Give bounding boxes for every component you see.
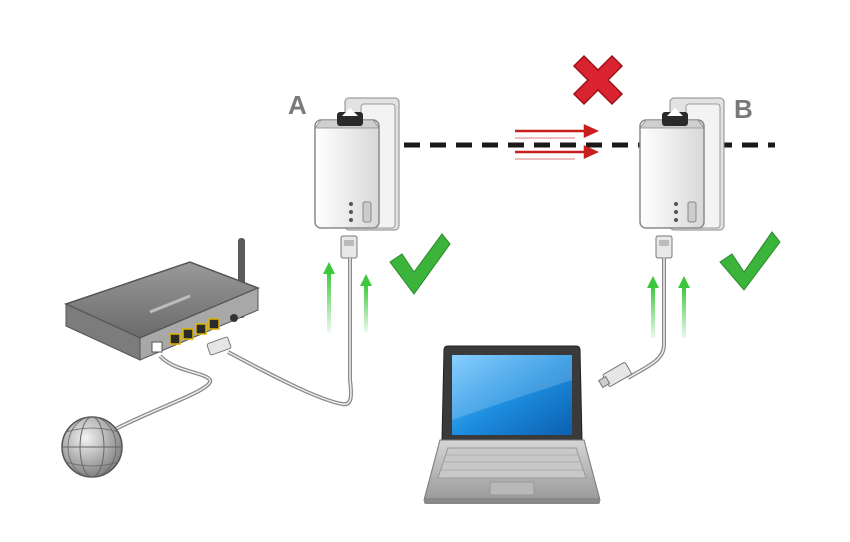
ethernet-plug-b xyxy=(655,235,673,259)
checkmark-icon xyxy=(719,231,781,291)
ethernet-cable-router-to-a xyxy=(227,258,353,407)
powerline-adapter-icon xyxy=(639,97,725,231)
cross-icon xyxy=(572,54,624,106)
internet-globe-icon xyxy=(61,416,123,478)
ethernet-plug-loose xyxy=(597,362,632,389)
uplink-arrows-b xyxy=(647,276,690,338)
data-transfer-arrows xyxy=(515,124,600,160)
powerline-adapter-icon xyxy=(314,97,400,231)
checkmark-icon xyxy=(389,233,451,295)
adapter-a-label: A xyxy=(288,90,307,120)
laptop-screen xyxy=(452,355,572,435)
router-icon xyxy=(63,238,261,361)
laptop-icon xyxy=(423,345,601,504)
ethernet-plug-a xyxy=(340,235,358,259)
uplink-arrows-a xyxy=(323,262,372,332)
adapter-b-label: B xyxy=(734,94,753,124)
internet-cable xyxy=(109,354,212,434)
ethernet-cable-b-to-laptop xyxy=(626,258,666,380)
